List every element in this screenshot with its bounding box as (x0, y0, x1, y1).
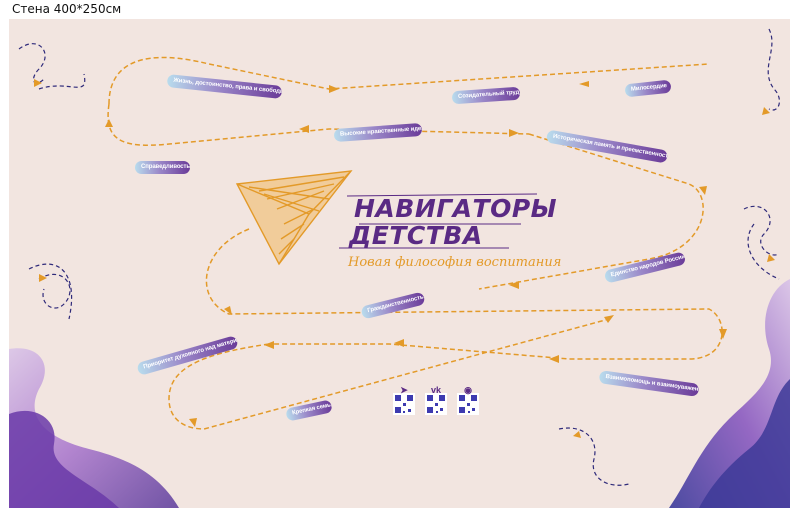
title-line-2: ДЕТСТВА (349, 221, 483, 250)
title-line-1: НАВИГАТОРЫ (354, 194, 558, 223)
telegram-icon: ➤ (400, 385, 408, 395)
subtitle: Новая философия воспитания (348, 255, 562, 270)
paper-plane-icon (235, 170, 353, 266)
banner: Жизнь, достоинство, права и свободы чело… (9, 19, 790, 508)
wall-size-caption: Стена 400*250см (12, 2, 122, 16)
odnoklassniki-icon: ◉ (464, 385, 472, 395)
value-tag: Справедливость (135, 161, 190, 174)
banner-artwork (9, 28, 790, 508)
qr-codes (393, 393, 479, 415)
vk-icon: vk (430, 385, 441, 395)
